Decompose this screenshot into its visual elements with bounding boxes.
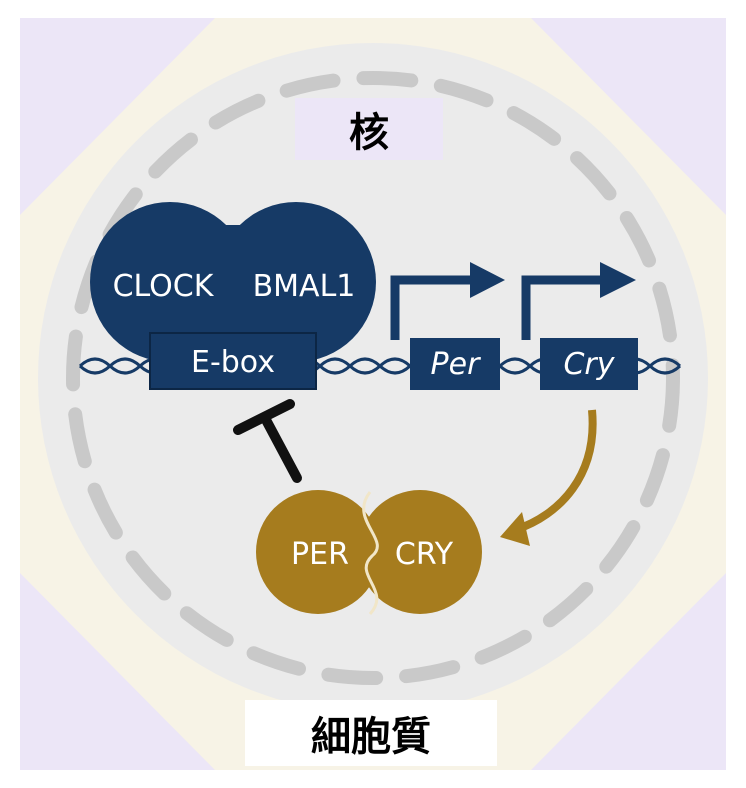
translation-arrow [500,409,597,546]
nuclear-membrane [66,71,680,685]
bmal1-label: BMAL1 [253,269,356,304]
cytoplasm-label: 細胞質 [245,700,497,766]
cry-gene: Cry [521,262,638,390]
ebox-element: E-box [149,332,317,390]
clock-label: CLOCK [113,269,215,304]
cry-protein-label: CRY [395,537,454,572]
cry-protein-shape [358,490,482,614]
inhibition-tbar [233,399,302,483]
per-gene: Per [390,262,505,390]
per-transcription-arrow [390,275,486,340]
clock-bmal1-complex: CLOCK BMAL1 [90,202,376,362]
cry-gene-label: Cry [563,347,615,382]
nucleus-label: 核 [295,98,443,160]
per-protein-label: PER [291,537,349,572]
cry-transcription-arrow [521,275,605,340]
per-gene-label: Per [431,347,482,382]
ebox-label: E-box [191,345,275,380]
per-protein-shape [256,490,380,614]
per-cry-complex: PER CRY [256,490,482,616]
